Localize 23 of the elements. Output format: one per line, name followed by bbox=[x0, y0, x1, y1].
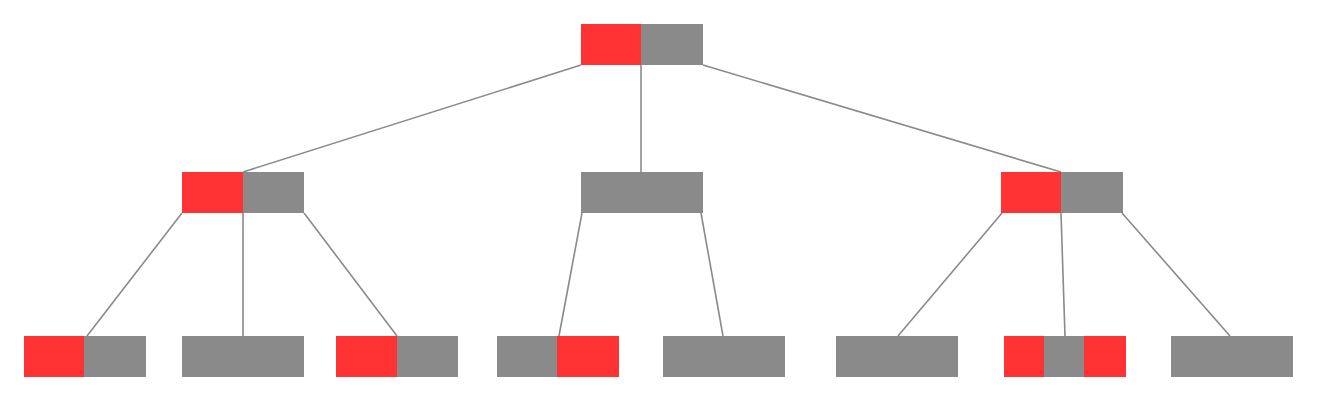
connector-line bbox=[1060, 212, 1066, 337]
connector-line bbox=[897, 212, 1003, 337]
connector-line bbox=[700, 212, 724, 337]
node-box bbox=[182, 336, 304, 377]
node-box bbox=[581, 24, 703, 65]
connector-line bbox=[242, 64, 582, 173]
connector-line bbox=[303, 212, 398, 337]
node-box bbox=[581, 172, 703, 213]
node-box bbox=[336, 336, 458, 377]
connector-line bbox=[558, 212, 583, 337]
node-box bbox=[1171, 336, 1293, 377]
connector-line bbox=[86, 212, 183, 337]
connector-line bbox=[242, 212, 244, 337]
node-box bbox=[663, 336, 785, 377]
connector-line bbox=[1121, 212, 1231, 337]
node-box bbox=[182, 172, 304, 213]
node-box bbox=[24, 336, 146, 377]
node-box bbox=[1001, 172, 1123, 213]
node-box bbox=[1004, 336, 1126, 377]
connector-line bbox=[702, 64, 1062, 173]
node-box bbox=[497, 336, 619, 377]
node-box bbox=[836, 336, 958, 377]
connector-line bbox=[640, 64, 642, 173]
